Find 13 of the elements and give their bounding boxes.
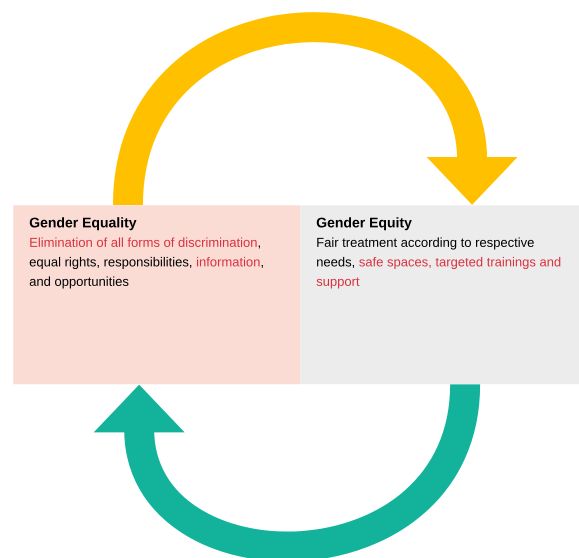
node-label: support	[316, 277, 360, 289]
node-label: needs,	[317, 256, 354, 268]
curved-arrow	[94, 382, 480, 558]
text-box	[300, 205, 579, 384]
node-label: Fair treatment according to respective	[317, 237, 534, 250]
curved-arrow	[113, 12, 518, 207]
node-label: safe spaces, targeted trainings and	[359, 256, 560, 270]
node-label: Elimination of all forms of discrimination	[30, 237, 257, 247]
text-box	[13, 205, 300, 384]
node-label: Gender Equality	[30, 217, 136, 230]
node-label: information	[196, 256, 260, 266]
node-label: ,	[258, 245, 260, 249]
node-label: Gender Equity	[316, 217, 412, 230]
